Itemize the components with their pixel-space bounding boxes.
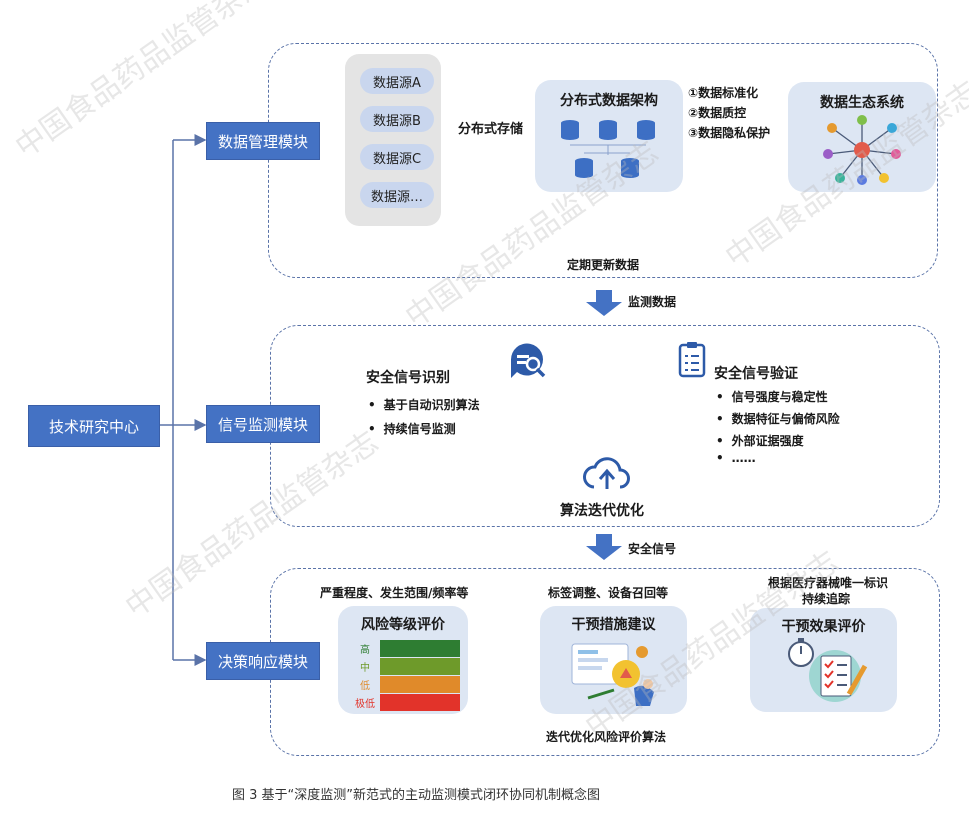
effect-note-line2: 持续追踪	[802, 592, 851, 606]
distributed-storage-label: 分布式存储	[458, 122, 524, 137]
update-data-label: 定期更新数据	[567, 258, 640, 272]
risk-bar-very-low	[380, 694, 460, 711]
network-icon	[823, 115, 901, 185]
ecosystem-title: 数据生态系统	[820, 95, 904, 111]
tech-center-box: 技术研究中心	[28, 405, 160, 447]
verify-item-2: 数据特征与偏倚风险	[716, 410, 840, 427]
cloud-upload-icon	[583, 457, 630, 489]
loop-optimize-label: 迭代优化风险评价算法	[546, 730, 667, 744]
risk-level-very-low: 极低	[355, 699, 375, 710]
figure-caption: 图 3 基于“深度监测”新范式的主动监测模式闭环协同机制概念图	[232, 788, 601, 803]
risk-bar-medium	[380, 658, 460, 675]
recommendation-illustration-icon	[571, 643, 654, 706]
verify-item-1: 信号强度与稳定性	[716, 388, 828, 405]
risk-level-bars: 高 中 低 极低	[350, 640, 460, 711]
risk-note: 严重程度、发生范围/频率等	[320, 586, 469, 600]
step-standardize: ①数据标准化	[688, 86, 759, 100]
signal-module-box: 信号监测模块	[206, 405, 320, 443]
identify-item-2: 持续信号监测	[368, 420, 456, 437]
intervene-note: 标签调整、设备召回等	[548, 586, 669, 600]
effect-note-line1: 根据医疗器械唯一标识	[768, 576, 889, 590]
identify-item-1: 基于自动识别算法	[368, 396, 480, 413]
evaluation-icon	[788, 638, 868, 702]
data-source-more: 数据源…	[360, 182, 434, 208]
step-quality: ②数据质控	[688, 106, 747, 120]
data-source-a: 数据源A	[360, 68, 434, 94]
risk-level-high: 高	[360, 645, 370, 656]
step-privacy: ③数据隐私保护	[688, 126, 771, 140]
monitoring-data-label: 监测数据	[628, 295, 677, 309]
signal-verify-title: 安全信号验证	[714, 366, 798, 382]
data-source-b: 数据源B	[360, 106, 434, 132]
risk-title: 风险等级评价	[361, 617, 445, 633]
effect-title: 干预效果评价	[781, 619, 866, 635]
signal-identify-title: 安全信号识别	[366, 370, 450, 386]
architecture-title: 分布式数据架构	[560, 93, 658, 109]
database-icon	[561, 120, 655, 178]
decision-module-box: 决策响应模块	[206, 642, 320, 680]
verify-item-3: 外部证据强度	[716, 432, 804, 449]
risk-level-low: 低	[360, 681, 370, 692]
intervene-title: 干预措施建议	[571, 617, 656, 633]
data-module-box: 数据管理模块	[206, 122, 320, 160]
risk-bar-high	[380, 640, 460, 657]
algorithm-iterate-label: 算法迭代优化	[560, 503, 644, 519]
safety-signal-label: 安全信号	[628, 542, 677, 556]
risk-bar-low	[380, 676, 460, 693]
verify-item-4: ……	[716, 451, 756, 465]
clipboard-icon	[678, 342, 706, 378]
data-source-c: 数据源C	[360, 144, 434, 170]
search-data-icon	[510, 343, 546, 378]
risk-level-medium: 中	[360, 663, 370, 674]
